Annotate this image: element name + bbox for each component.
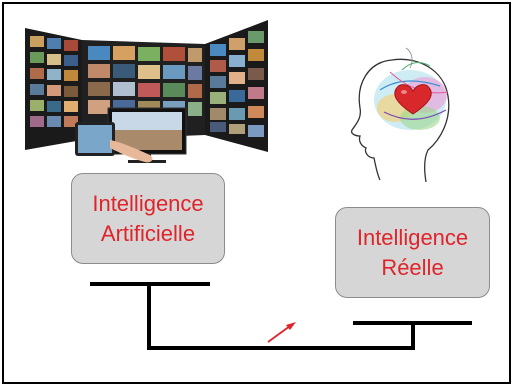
head-brain-image [350, 47, 450, 183]
real-box-line1: Intelligence [356, 224, 469, 250]
connector-path [147, 284, 415, 350]
slide-frame [2, 2, 511, 384]
artificial-box-line2: Artificielle [100, 220, 196, 246]
real-box-line2: Réelle [381, 254, 444, 280]
artificial-intelligence-box: Intelligence Artificielle [71, 173, 225, 264]
arrow-icon [267, 322, 296, 343]
connector-lines [90, 282, 472, 350]
artificial-box-line1: Intelligence [92, 190, 204, 216]
real-intelligence-box: Intelligence Réelle [335, 207, 490, 298]
video-wall-image [25, 20, 268, 163]
